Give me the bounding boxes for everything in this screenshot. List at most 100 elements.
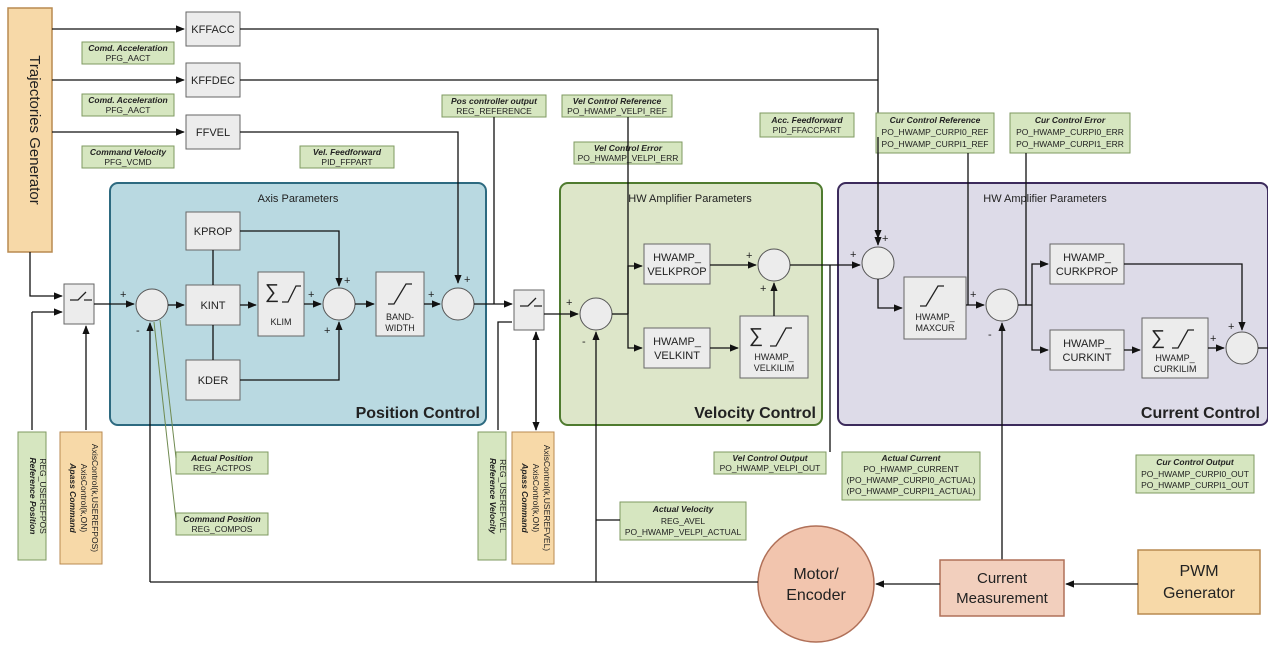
hwamp-velkprop-block	[643, 243, 711, 285]
svg-text:PO_HWAMP_CURRENT: PO_HWAMP_CURRENT	[863, 464, 959, 474]
svg-text:AxisControl(k,USEREFPOS): AxisControl(k,USEREFPOS)	[90, 444, 100, 552]
kint-label: KINT	[200, 300, 225, 312]
sigma-icon: ∑	[749, 325, 763, 347]
sign-minus: -	[988, 329, 992, 341]
curkilim-label-1: HWAMP_	[1155, 353, 1195, 363]
sign-plus: +	[324, 325, 330, 337]
maxcur-label-2: MAXCUR	[915, 323, 955, 333]
svg-text:PO_HWAMP_CURPI0_ERR: PO_HWAMP_CURPI0_ERR	[1016, 127, 1124, 137]
motor-label-1: Motor/	[793, 566, 839, 583]
svg-text:Vel. Feedforward: Vel. Feedforward	[313, 147, 382, 157]
sign-plus: +	[760, 283, 766, 295]
velkint-label-2: VELKINT	[654, 350, 700, 362]
svg-text:PO_HWAMP_CURPI1_OUT: PO_HWAMP_CURPI1_OUT	[1141, 480, 1249, 490]
svg-text:Command Velocity: Command Velocity	[90, 147, 167, 157]
signal-vel-control-reference: Vel Control Reference PO_HWAMP_VELPI_REF	[561, 94, 673, 118]
maxcur-label-1: HWAMP_	[915, 312, 955, 322]
signal-vel-feedforward: Vel. Feedforward PID_FFPART	[299, 145, 395, 169]
svg-text:REG_USEREFVEL: REG_USEREFVEL	[498, 459, 508, 533]
signal-apass-command-1: Apass Command AxisControl(k,ON) AxisCont…	[59, 431, 103, 565]
sign-plus: +	[850, 249, 856, 261]
svg-text:PO_HWAMP_VELPI_REF: PO_HWAMP_VELPI_REF	[567, 106, 667, 116]
kder-label: KDER	[198, 375, 229, 387]
sign-plus: +	[120, 289, 126, 301]
kder-block	[185, 359, 241, 401]
svg-text:Comd. Acceleration: Comd. Acceleration	[88, 95, 168, 105]
kffdec-label: KFFDEC	[191, 75, 235, 87]
sum-junction-ffvel	[441, 287, 475, 321]
signal-command-position: Command Position REG_COMPOS	[175, 512, 269, 536]
current-measurement-block	[939, 559, 1065, 617]
velocity-params-title: HW Amplifier Parameters	[628, 193, 752, 205]
signal-cur-control-reference: Cur Control Reference PO_HWAMP_CURPI0_RE…	[875, 112, 995, 154]
signal-cur-control-output: Cur Control Output PO_HWAMP_CURPI0_OUT P…	[1135, 454, 1255, 494]
svg-text:Apass Command: Apass Command	[68, 462, 78, 533]
svg-text:PO_HWAMP_VELPI_ACTUAL: PO_HWAMP_VELPI_ACTUAL	[625, 527, 742, 537]
hwamp-curkint-block	[1049, 329, 1125, 371]
sign-minus: -	[582, 336, 586, 348]
curkilim-label-2: CURKILIM	[1153, 364, 1196, 374]
trajectories-generator-label: Trajectories Generator	[26, 55, 43, 205]
current-measurement-label-2: Measurement	[956, 590, 1049, 607]
svg-text:Comd. Acceleration: Comd. Acceleration	[88, 43, 168, 53]
position-control-title: Position Control	[356, 405, 480, 422]
signal-actual-velocity: Actual Velocity REG_AVEL PO_HWAMP_VELPI_…	[619, 501, 747, 541]
curkint-label-1: HWAMP_	[1063, 338, 1112, 350]
current-measurement-label-1: Current	[977, 570, 1028, 587]
current-params-title: HW Amplifier Parameters	[983, 193, 1107, 205]
motor-label-2: Encoder	[786, 587, 846, 604]
svg-text:Cur Control Reference: Cur Control Reference	[890, 115, 981, 125]
sign-plus: +	[970, 289, 976, 301]
svg-text:REG_ACTPOS: REG_ACTPOS	[193, 463, 251, 473]
signal-pos-controller-output: Pos controller output REG_REFERENCE	[441, 94, 547, 118]
sum-junction-velocity-error	[579, 297, 613, 331]
signal-comd-acceleration-2: Comd. Acceleration PFG_AACT	[81, 93, 175, 117]
curkprop-label-2: CURKPROP	[1056, 266, 1118, 278]
svg-text:AxisControl(k,ON): AxisControl(k,ON)	[531, 464, 541, 533]
reference-switch-velocity	[513, 289, 545, 331]
hwamp-curkprop-block	[1049, 243, 1125, 285]
svg-text:PO_HWAMP_CURPI0_OUT: PO_HWAMP_CURPI0_OUT	[1141, 469, 1249, 479]
klim-label: KLIM	[270, 317, 291, 327]
svg-text:Reference Velocity: Reference Velocity	[488, 458, 498, 535]
pwm-generator-block	[1137, 549, 1261, 615]
svg-text:PID_FFACCPART: PID_FFACCPART	[773, 125, 842, 135]
curkprop-label-1: HWAMP_	[1063, 252, 1112, 264]
signal-actual-position: Actual Position REG_ACTPOS	[175, 451, 269, 475]
svg-text:PFG_AACT: PFG_AACT	[106, 53, 151, 63]
svg-text:REG_COMPOS: REG_COMPOS	[192, 524, 253, 534]
svg-text:Vel Control Output: Vel Control Output	[732, 453, 808, 463]
svg-text:Actual Position: Actual Position	[190, 453, 253, 463]
svg-text:PO_HWAMP_CURPI1_ERR: PO_HWAMP_CURPI1_ERR	[1016, 139, 1124, 149]
svg-text:Pos controller output: Pos controller output	[451, 96, 538, 106]
sign-plus: +	[566, 297, 572, 309]
velkprop-label-1: HWAMP_	[653, 252, 702, 264]
svg-text:Reference Position: Reference Position	[28, 458, 38, 535]
signal-comd-acceleration-1: Comd. Acceleration PFG_AACT	[81, 41, 175, 65]
velkprop-label-2: VELKPROP	[647, 266, 706, 278]
saturation-icon	[920, 285, 944, 307]
sign-minus: -	[136, 325, 140, 337]
kffacc-label: KFFACC	[191, 24, 234, 36]
velkilim-label-2: VELKILIM	[754, 363, 795, 373]
sign-plus: +	[882, 233, 888, 245]
saturation-icon	[282, 285, 301, 303]
sum-junction-current-out	[1225, 331, 1259, 365]
sign-plus: +	[746, 250, 752, 262]
sum-junction-position-error	[135, 288, 169, 322]
signal-apass-command-2: Apass Command AxisControl(k,ON) AxisCont…	[511, 431, 555, 565]
svg-text:(PO_HWAMP_CURPI1_ACTUAL): (PO_HWAMP_CURPI1_ACTUAL)	[846, 486, 975, 496]
signal-vel-control-output: Vel Control Output PO_HWAMP_VELPI_OUT	[713, 451, 827, 475]
svg-text:Actual Velocity: Actual Velocity	[652, 504, 715, 514]
svg-text:REG_AVEL: REG_AVEL	[661, 516, 706, 526]
svg-text:Vel Control Reference: Vel Control Reference	[573, 96, 662, 106]
bandwidth-block	[375, 271, 425, 337]
svg-text:AxisControl(k,USEREFVEL): AxisControl(k,USEREFVEL)	[542, 445, 552, 551]
signal-reference-velocity: Reference Velocity REG_USEREFVEL	[477, 431, 508, 561]
velkint-label-1: HWAMP_	[653, 336, 702, 348]
sum-junction-pid	[322, 287, 356, 321]
sign-plus: +	[428, 289, 434, 301]
sign-plus: +	[344, 275, 350, 287]
klim-integrator-block	[257, 271, 305, 337]
